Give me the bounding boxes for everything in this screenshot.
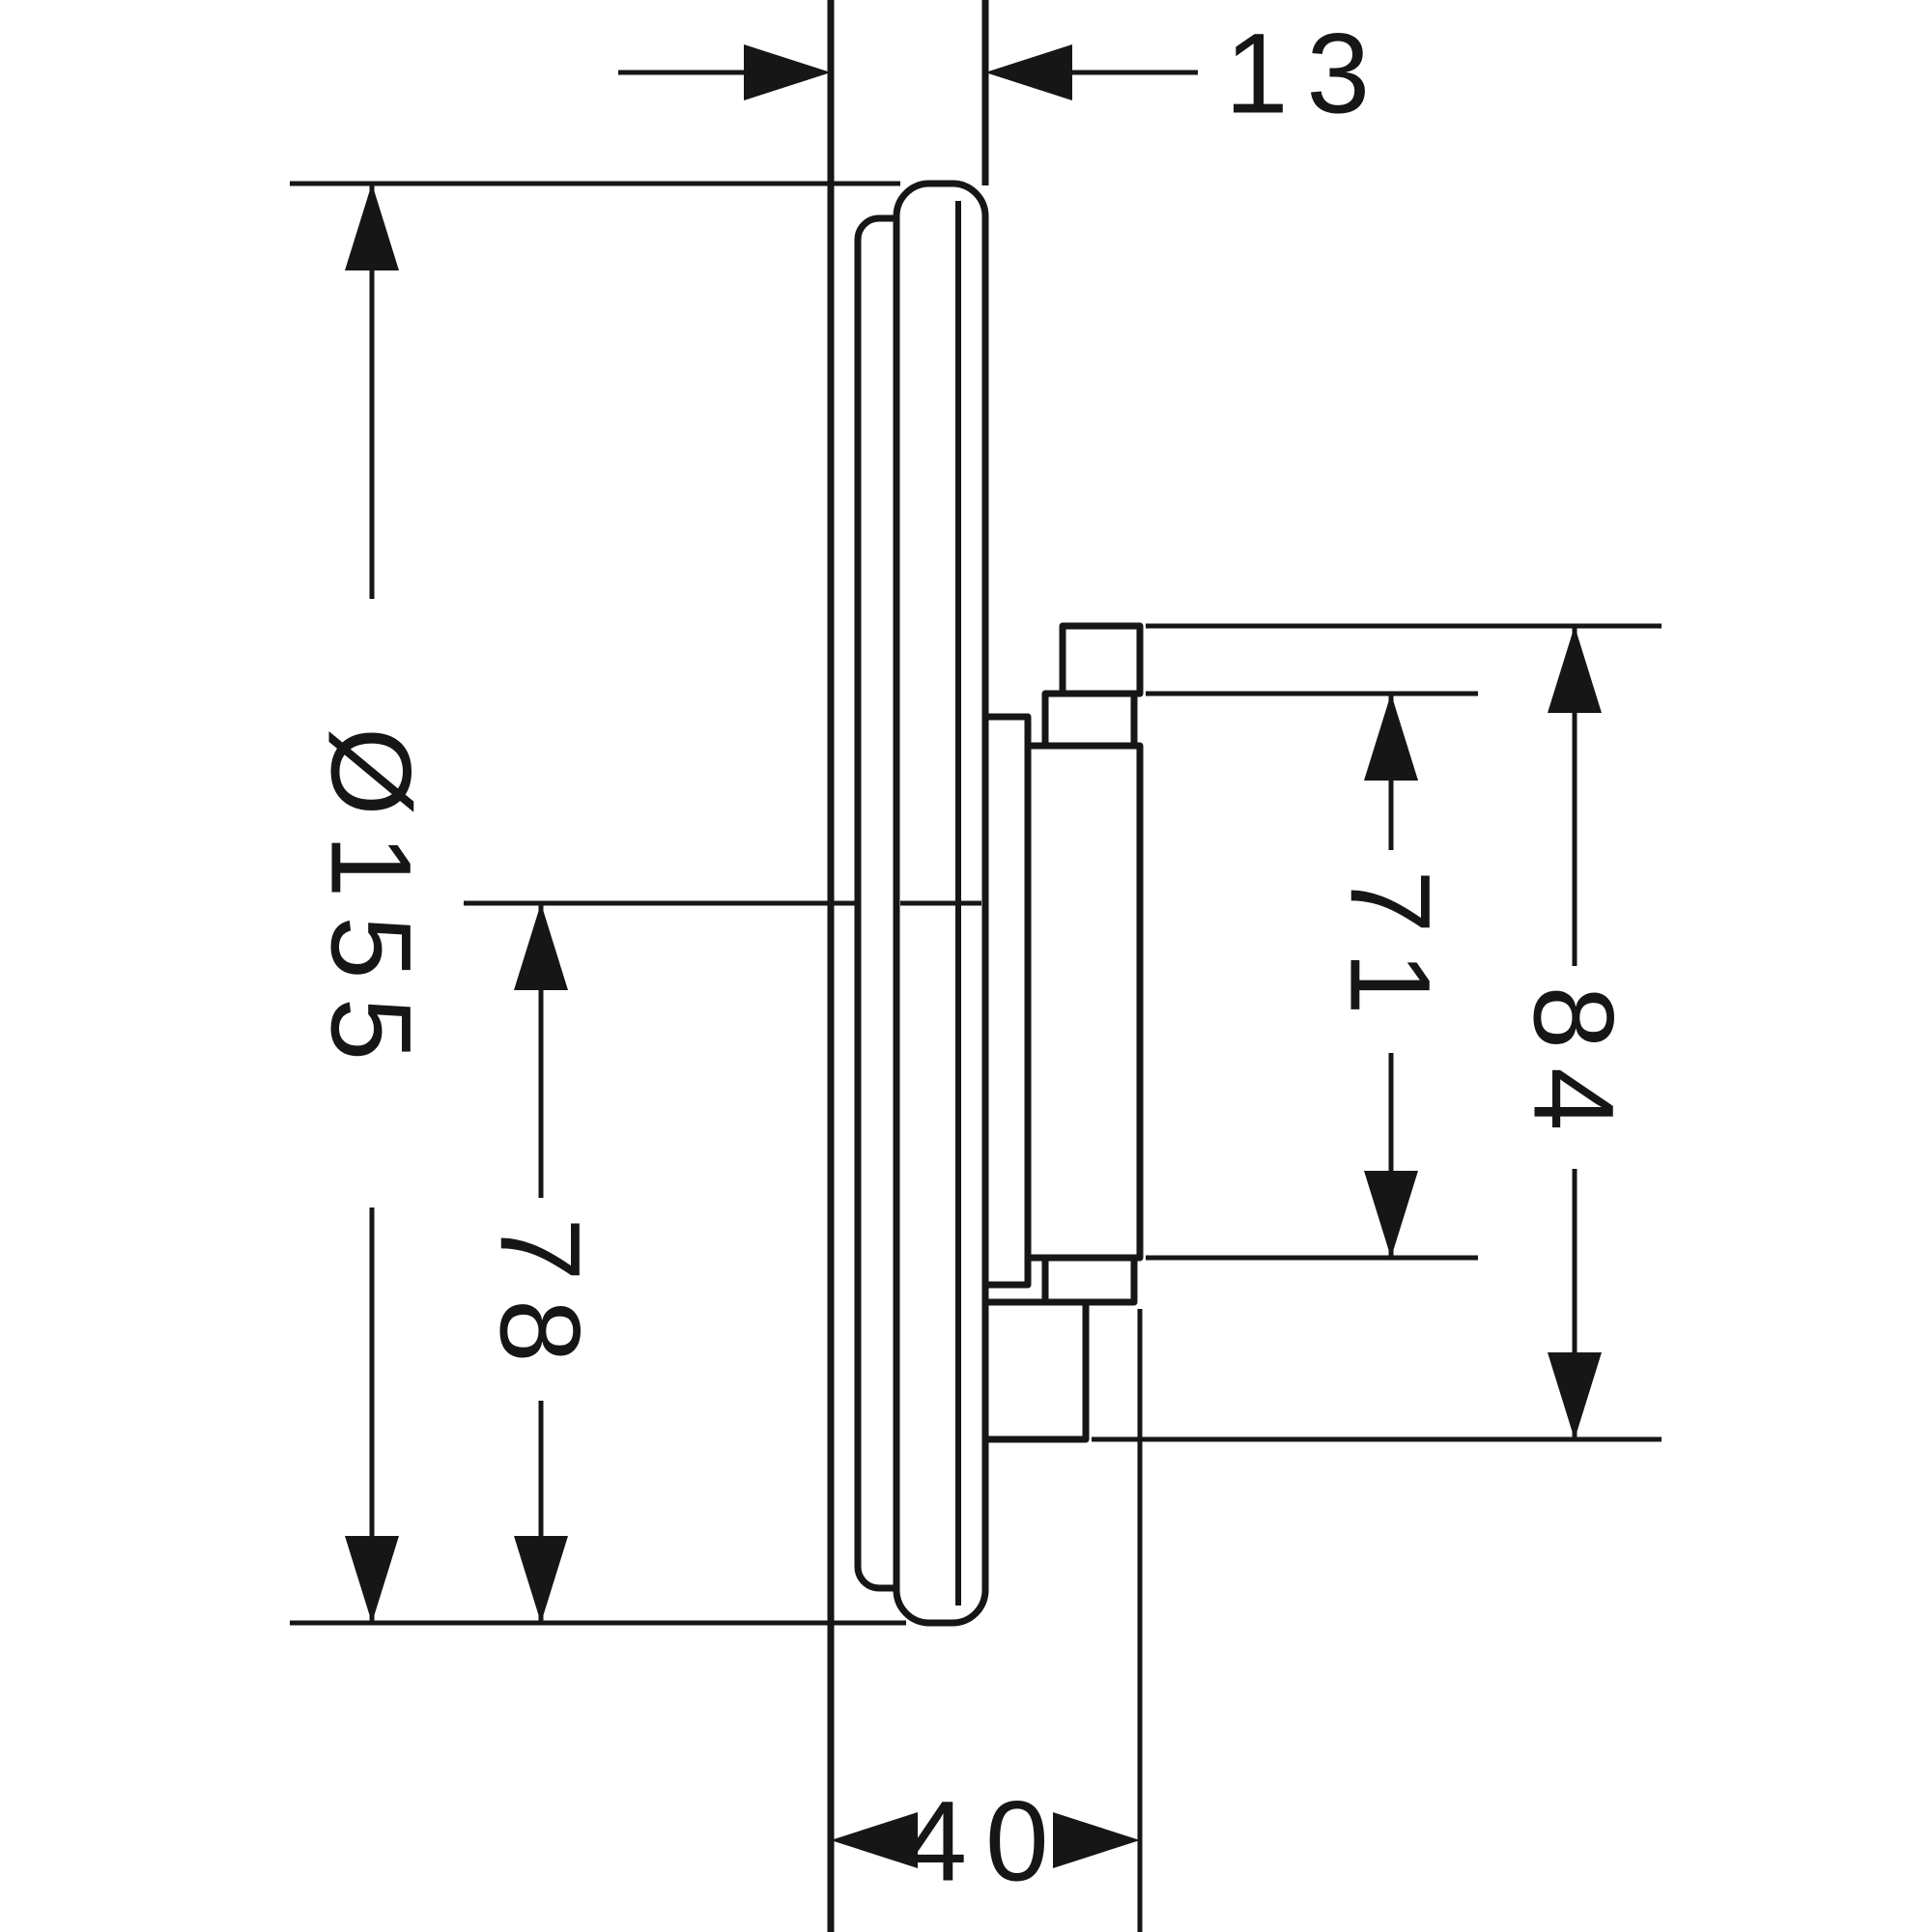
arrowhead-up-icon	[345, 184, 399, 270]
handle-body	[1024, 742, 1144, 1262]
arrowhead-up-icon	[514, 903, 568, 990]
dim-13: 13	[618, 10, 1388, 137]
handle-base-ring	[981, 713, 1032, 1289]
arrowhead-right-icon	[1053, 1812, 1140, 1868]
dim-155-label: Ø155	[307, 727, 435, 1079]
handle-assembly	[981, 622, 1144, 1443]
arrowhead-up-icon	[1364, 694, 1418, 781]
dim-40-label: 40	[903, 1777, 1066, 1905]
arrowhead-down-icon	[514, 1536, 568, 1623]
dim-78-label: 78	[476, 1217, 604, 1380]
handle-top-step	[1041, 690, 1138, 750]
reference-lines	[827, 0, 1143, 1932]
dim-71: 71	[1146, 691, 1478, 1261]
handle-top-knob	[1059, 622, 1144, 697]
arrowhead-up-icon	[1548, 626, 1602, 713]
dim-84-label: 84	[1510, 985, 1637, 1149]
handle-bottom-step	[1041, 1254, 1138, 1306]
arrowhead-down-icon	[1548, 1352, 1602, 1439]
arrowhead-right-icon	[744, 44, 831, 100]
dim-71-label: 71	[1326, 869, 1454, 1033]
dim-diameter-155: Ø155	[290, 181, 906, 1626]
dim-40: 40	[831, 1777, 1140, 1905]
handle-lower-block	[981, 1298, 1090, 1443]
dim-84: 84	[1092, 623, 1662, 1442]
arrowhead-left-icon	[831, 1812, 918, 1868]
arrowhead-down-icon	[1364, 1171, 1418, 1258]
arrowhead-down-icon	[345, 1536, 399, 1623]
arrowhead-left-icon	[985, 44, 1072, 100]
dim-13-label: 13	[1225, 10, 1388, 137]
dim-78: 78	[464, 900, 981, 1623]
